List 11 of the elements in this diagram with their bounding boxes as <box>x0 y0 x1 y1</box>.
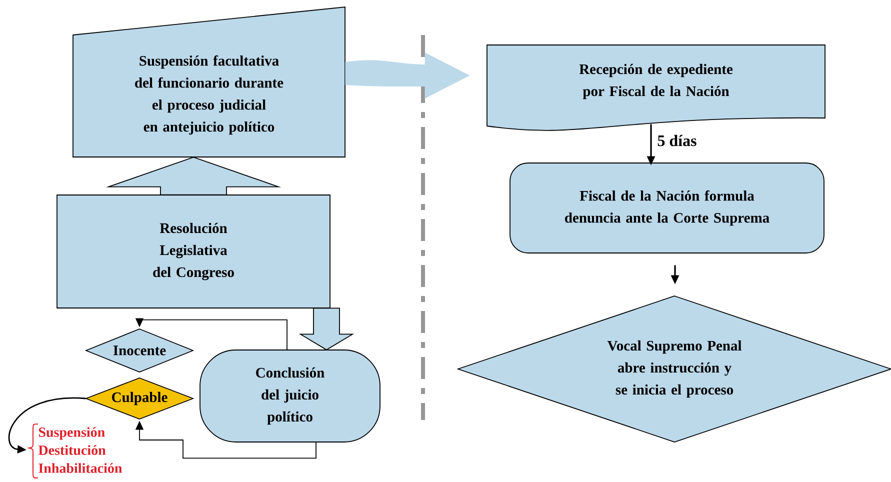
process-box: Fiscal de la Nación formula denuncia ante la Corte Suprema <box>510 162 824 254</box>
process-box: Resolución Legislativa del Congreso <box>56 194 330 308</box>
block-arrow <box>345 52 470 98</box>
document-box: Recepción de expediente por Fiscal de la Nación <box>486 44 826 131</box>
edge-label: 5 días <box>658 134 696 146</box>
block-arrow <box>106 156 282 196</box>
input-box: Suspensión facultativa del funcionario durante el proceso judicial en antejuicio político <box>72 6 346 158</box>
terminal-box: Conclusión del juicio político <box>200 350 380 442</box>
sanction-list: Suspensión Destitución Inhabilitación <box>28 424 122 478</box>
block-arrow <box>298 308 354 350</box>
curved-arrow <box>8 397 86 454</box>
